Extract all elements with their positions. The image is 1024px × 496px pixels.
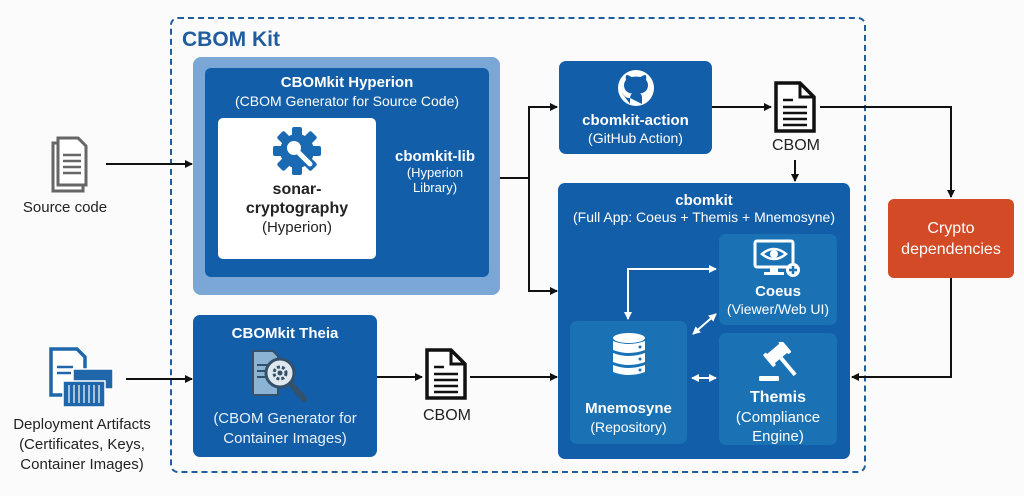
- mnemosyne-subtitle: (Repository): [590, 419, 667, 435]
- deployment-artifacts-input[interactable]: Deployment Artifacts (Certificates, Keys…: [2, 345, 162, 475]
- github-icon: [618, 70, 654, 106]
- document-icon: [425, 348, 467, 400]
- gavel-icon: [759, 342, 797, 381]
- cbom-kit-boundary: [170, 17, 866, 473]
- theia-subtitle: (CBOM Generator for Container Images): [193, 409, 377, 449]
- cbomkit-lib-title: cbomkit-lib: [394, 148, 475, 165]
- monitor-eye-icon: [753, 239, 800, 277]
- cbom-document-bottom[interactable]: CBOM: [416, 347, 476, 427]
- deploy-label-line: Deployment Artifacts: [13, 416, 151, 433]
- cbomkit-action-box[interactable]: cbomkit-action (GitHub Action): [559, 61, 712, 154]
- cbom-label-bottom: CBOM: [423, 407, 471, 424]
- source-code-input[interactable]: Source code: [20, 135, 110, 220]
- cbom-kit-title: CBOM Kit: [182, 28, 280, 51]
- coeus-box[interactable]: Coeus (Viewer/Web UI): [719, 234, 837, 325]
- deployment-artifacts-label: Deployment Artifacts (Certificates, Keys…: [2, 415, 162, 475]
- coeus-title: Coeus: [755, 283, 801, 300]
- cbomkit-app-subtitle: (Full App: Coeus + Themis + Mnemosyne): [573, 209, 835, 225]
- cbomkit-app-title: cbomkit: [675, 192, 733, 209]
- themis-subtitle-line: Engine): [752, 428, 804, 445]
- theia-subtitle-line: (CBOM Generator for: [213, 410, 357, 427]
- theia-subtitle-line: Container Images): [223, 430, 347, 447]
- cbomkit-action-title: cbomkit-action: [582, 112, 689, 129]
- cbomkit-lib[interactable]: cbomkit-lib (Hyperion Library): [380, 148, 490, 195]
- cbom-label-top: CBOM: [772, 137, 820, 154]
- themis-box[interactable]: Themis (Compliance Engine): [719, 333, 837, 445]
- sonar-cryptography-box[interactable]: sonar- cryptography (Hyperion): [218, 118, 376, 259]
- arrow-mnemosyne-coeus: [624, 265, 717, 320]
- source-file-icon: [51, 136, 88, 193]
- theia-box[interactable]: CBOMkit Theia (CBOM Generator for Contai…: [193, 315, 377, 457]
- arrow-hyperion-to-app: [528, 178, 558, 295]
- coeus-subtitle: (Viewer/Web UI): [726, 301, 830, 317]
- sonar-title: sonar- cryptography: [218, 180, 376, 218]
- deployment-artifacts-icon: [49, 347, 114, 408]
- deploy-label-line: (Certificates, Keys,: [19, 436, 145, 453]
- document-icon: [774, 81, 816, 133]
- sonar-subtitle: (Hyperion): [261, 219, 333, 236]
- crypto-dependencies-box[interactable]: Crypto dependencies: [888, 199, 1014, 278]
- sonar-title-line: cryptography: [245, 200, 349, 217]
- cbomkit-action-subtitle: (GitHub Action): [588, 130, 683, 146]
- cbomkit-lib-subtitle: (Hyperion: [406, 165, 464, 180]
- sonar-title-line: sonar-: [272, 181, 322, 198]
- arrow-mnemosyne-coeus-diag: [692, 313, 717, 335]
- deploy-label-line: Container Images): [20, 456, 144, 473]
- cbomkit-lib-subtitle: Library): [412, 180, 458, 195]
- mnemosyne-title: Mnemosyne: [585, 400, 672, 417]
- database-icon: [613, 333, 645, 375]
- arrow-cbom-to-crypto: [820, 106, 955, 198]
- arrow-crypto-to-app: [851, 278, 952, 381]
- hyperion-title: CBOMkit Hyperion: [280, 74, 414, 91]
- themis-subtitle: (Compliance Engine): [719, 408, 837, 446]
- source-code-label: Source code: [22, 199, 108, 216]
- container-scan-icon: [252, 350, 307, 402]
- crypto-label-line: Crypto: [927, 219, 975, 237]
- arrow-hyperion-split: [500, 103, 558, 179]
- theia-title: CBOMkit Theia: [231, 325, 339, 342]
- hyperion-subtitle: (CBOM Generator for Source Code): [234, 93, 460, 109]
- crypto-label-line: dependencies: [901, 240, 1001, 258]
- themis-subtitle-line: (Compliance: [735, 409, 821, 426]
- cbom-document-top[interactable]: CBOM: [765, 80, 825, 155]
- themis-title: Themis: [749, 389, 806, 406]
- gear-wrench-icon: [273, 127, 321, 175]
- mnemosyne-box[interactable]: Mnemosyne (Repository): [570, 321, 687, 444]
